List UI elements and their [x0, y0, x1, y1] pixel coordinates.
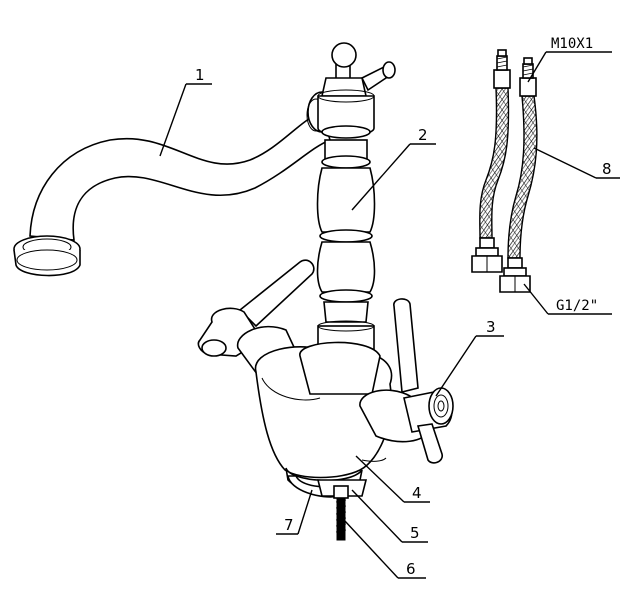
top-head	[317, 42, 396, 139]
right-handle	[359, 298, 454, 464]
callout-4: 4	[412, 484, 422, 502]
callout-7: 7	[284, 516, 294, 534]
thread-spec-g12: G1/2"	[556, 298, 598, 314]
callout-3: 3	[486, 318, 496, 336]
callout-6: 6	[406, 560, 416, 578]
spout	[13, 91, 337, 277]
body-column	[316, 139, 376, 355]
callout-2: 2	[418, 126, 428, 144]
leader-lines	[159, 51, 620, 579]
mixer-body	[254, 341, 393, 492]
callout-8: 8	[602, 160, 612, 178]
flexible-hoses	[471, 49, 538, 293]
thread-spec-m10x1: M10X1	[551, 36, 593, 52]
callout-5: 5	[410, 524, 420, 542]
callout-1: 1	[195, 66, 205, 84]
